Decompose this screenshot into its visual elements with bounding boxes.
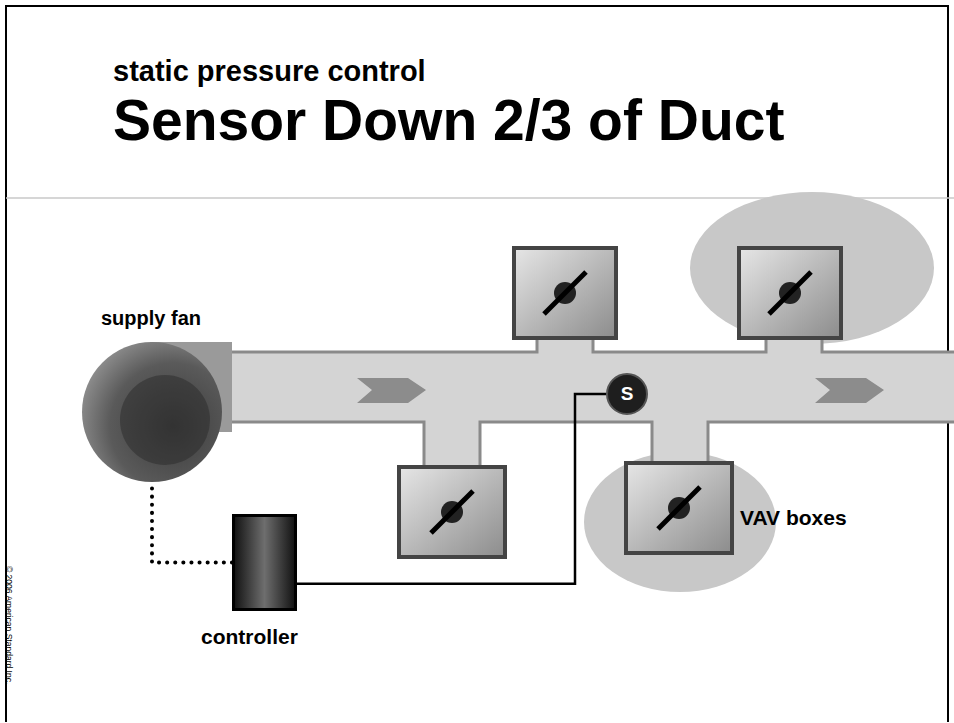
sensor: S: [606, 373, 648, 415]
supply-fan-label: supply fan: [101, 306, 201, 330]
flow-arrow: [357, 378, 426, 403]
vav-box: [399, 467, 505, 557]
control-signal-line: [152, 482, 232, 563]
title: Sensor Down 2/3 of Duct: [113, 88, 784, 152]
vav-box: [514, 248, 616, 338]
copyright-note: © 2006 American Standard Inc.: [4, 566, 14, 684]
supply-fan-symbol: [82, 342, 232, 482]
controller-label: controller: [201, 624, 298, 650]
controller: controller: [232, 514, 297, 611]
sensor-wire: [297, 394, 606, 584]
supply-fan: supply fan: [82, 342, 222, 482]
vav-box: [626, 463, 732, 553]
flow-arrow: [815, 378, 884, 403]
zone-ellipse: [690, 192, 934, 344]
subtitle: static pressure control: [113, 54, 426, 88]
vav-label: VAV boxes: [740, 505, 847, 531]
sensor-label: S: [608, 375, 646, 413]
vav-box: [739, 248, 841, 338]
